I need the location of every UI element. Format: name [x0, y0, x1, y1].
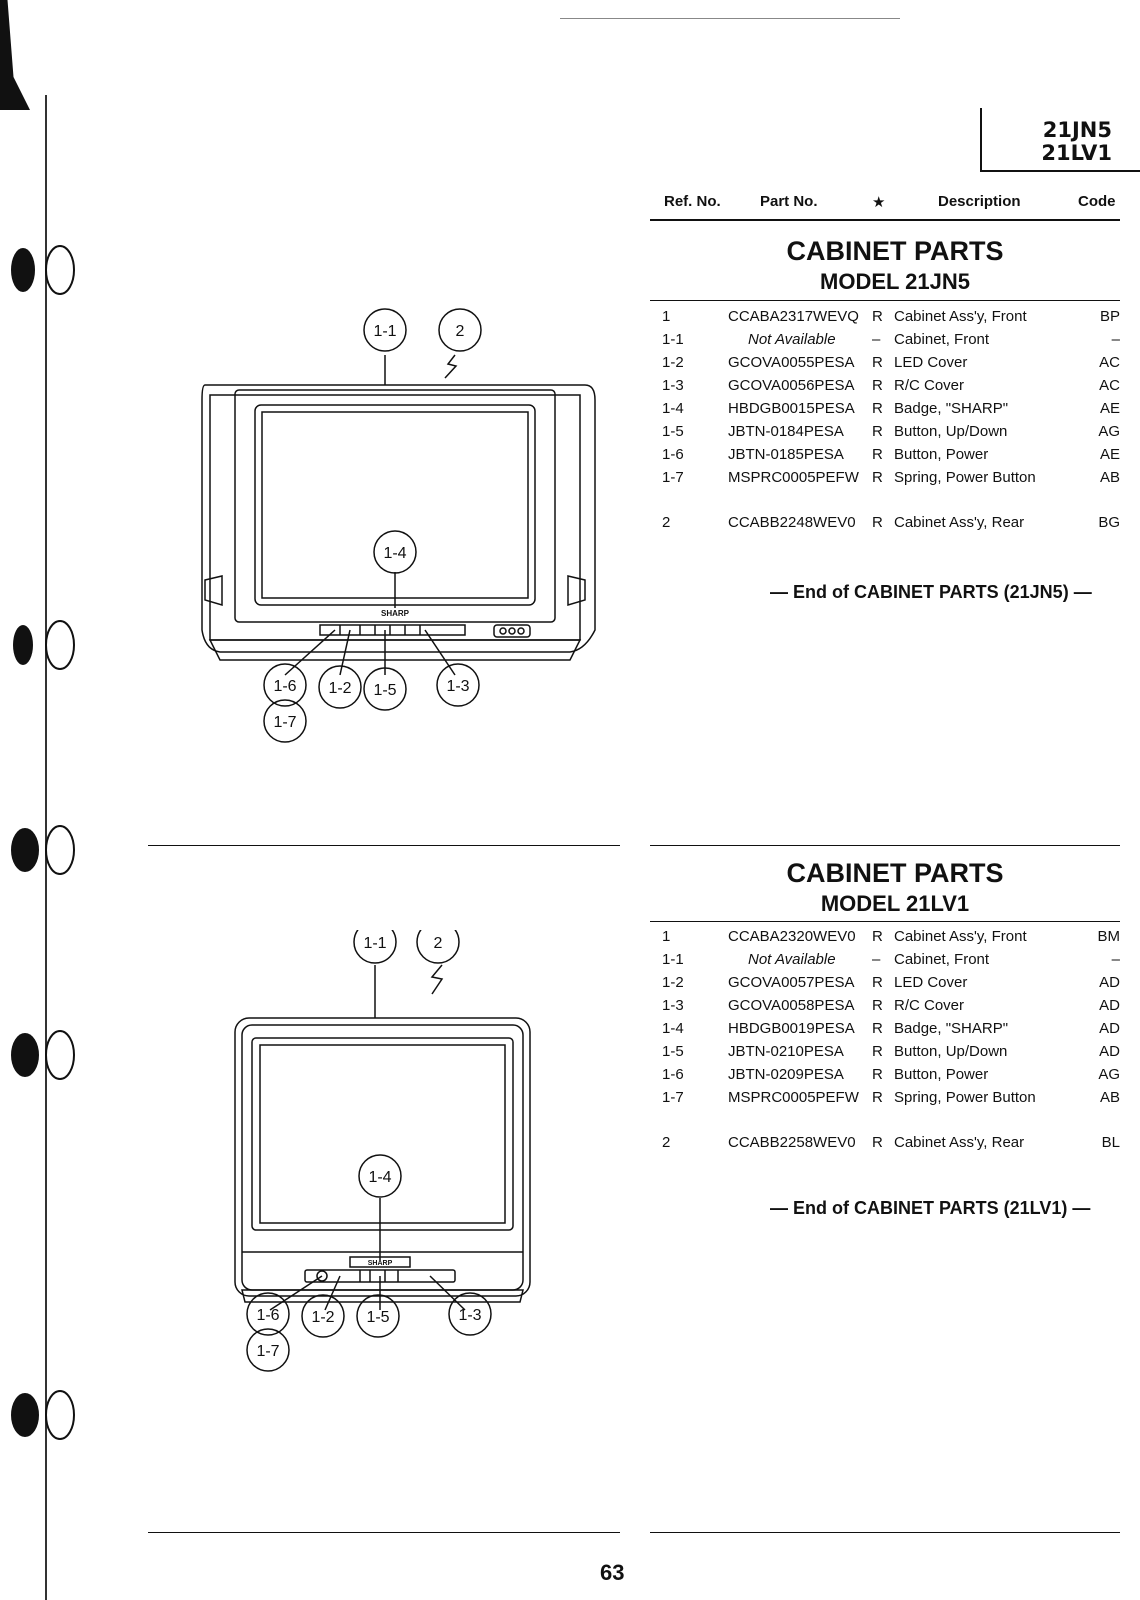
- binder-edge: [0, 0, 30, 110]
- star-icon: ★: [872, 194, 886, 211]
- binder-hole: [11, 1390, 75, 1440]
- model-21lv1: 21LV1: [1041, 141, 1112, 165]
- callout-1-1: 1-1: [363, 935, 386, 952]
- divider-right: [650, 845, 1120, 846]
- end-note-21jn5: — End of CABINET PARTS (21JN5) —: [770, 582, 1092, 602]
- binder-hole: [11, 1030, 75, 1080]
- callout-1-6: 1-6: [256, 1307, 279, 1324]
- callout-1-6: 1-6: [273, 678, 296, 695]
- col-description: Description: [938, 193, 1021, 210]
- section-rule: [650, 300, 1120, 301]
- tv-21lv1-exploded-diagram: SHARP 1-1 2 1-4 1-6 1-7 1-2 1-5 1-3: [234, 930, 531, 1372]
- page-number: 63: [600, 1560, 625, 1585]
- footer-rule-left: [148, 1532, 620, 1533]
- section-title-21lv1: CABINET PARTS: [786, 858, 1004, 888]
- callout-2: 2: [456, 323, 465, 340]
- callout-2: 2: [434, 935, 443, 952]
- sharp-badge-text: SHARP: [368, 1260, 393, 1267]
- top-edge-line: [560, 18, 900, 19]
- tv-21jn5-exploded-diagram: SHARP 1-1 2 1-4 1-6 1-7 1-2 1-5 1-3: [201, 308, 596, 743]
- section-model-21lv1: MODEL 21LV1: [820, 891, 970, 916]
- binder-hole: [13, 620, 75, 670]
- callout-1-7: 1-7: [273, 714, 296, 731]
- callout-1-4: 1-4: [383, 545, 406, 562]
- callout-1-1: 1-1: [373, 323, 396, 340]
- header-rule: [650, 219, 1120, 221]
- footer-rule-right: [650, 1532, 1120, 1533]
- col-code: Code: [1078, 193, 1116, 210]
- divider-left: [148, 845, 620, 846]
- callout-1-3: 1-3: [446, 678, 469, 695]
- section-rule: [650, 921, 1120, 922]
- binder-hole: [11, 245, 75, 295]
- callout-1-2: 1-2: [328, 680, 351, 697]
- callout-1-7: 1-7: [256, 1343, 279, 1360]
- section-model-21jn5: MODEL 21JN5: [820, 269, 970, 294]
- model-21jn5: 21JN5: [1042, 118, 1112, 142]
- callout-1-2: 1-2: [311, 1309, 334, 1326]
- binder-hole: [11, 825, 75, 875]
- callout-1-5: 1-5: [373, 682, 396, 699]
- section-title-21jn5: CABINET PARTS: [786, 236, 1004, 266]
- col-ref-no: Ref. No.: [664, 193, 721, 210]
- model-header-box: 21JN5 21LV1: [980, 108, 1140, 172]
- col-part-no: Part No.: [760, 193, 818, 210]
- callout-1-3: 1-3: [458, 1307, 481, 1324]
- callout-1-4: 1-4: [368, 1169, 391, 1186]
- sharp-badge-text: SHARP: [381, 609, 410, 618]
- end-note-21lv1: — End of CABINET PARTS (21LV1) —: [770, 1198, 1091, 1218]
- callout-1-5: 1-5: [366, 1309, 389, 1326]
